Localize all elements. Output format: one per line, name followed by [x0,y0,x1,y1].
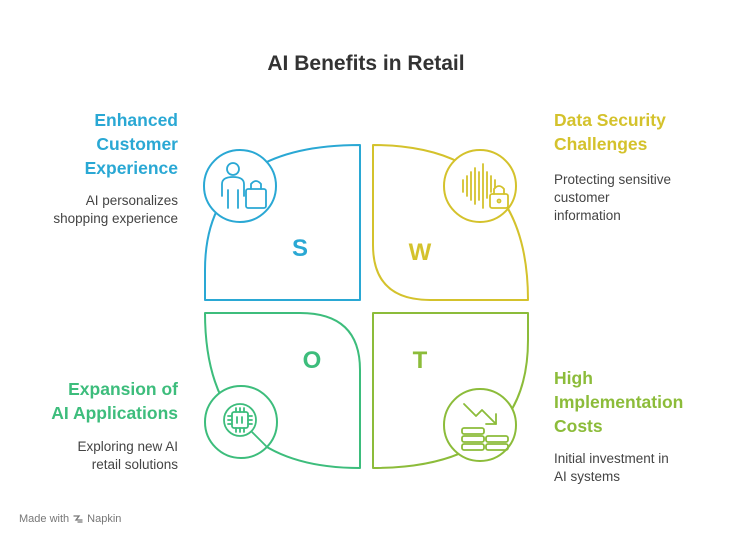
s-desc-line: AI personalizes [85,193,178,208]
o-quadrant-shape [204,312,361,469]
s-letter: S [292,235,308,262]
s-heading-line: Customer [96,134,178,154]
made-with-label: Made with [19,513,70,525]
o-desc-line: Exploring new AI [77,439,178,454]
w-desc-line: information [554,208,621,223]
s-heading-line: Enhanced [94,110,178,130]
page-title: AI Benefits in Retail [267,52,465,75]
s-desc-line: shopping experience [53,211,178,226]
s-description: AI personalizes shopping experience [20,192,178,228]
w-desc-line: Protecting sensitive [554,172,672,187]
shopper-with-bag-icon [203,149,277,223]
t-desc-line: Initial investment in [554,451,669,466]
s-heading: Enhanced Customer Experience [40,108,178,180]
o-desc-line: retail solutions [91,457,178,472]
o-description: Exploring new AI retail solutions [20,438,178,474]
w-description: Protecting sensitive customer informatio… [554,171,724,225]
s-heading-line: Experience [84,158,178,178]
t-description: Initial investment in AI systems [554,450,724,486]
footer-watermark: Made with Napkin [19,513,121,525]
w-letter: W [409,239,432,266]
napkin-logo-icon [73,515,83,523]
napkin-brand: Napkin [87,513,122,525]
o-heading-line: Expansion of [68,379,178,399]
w-desc-line: customer [554,190,610,205]
t-letter: T [413,347,428,374]
t-heading-line: Implementation [554,392,684,412]
chip-magnifier-icon [204,385,278,459]
t-desc-line: AI systems [554,469,621,484]
o-letter: O [303,347,322,374]
t-heading: High Implementation Costs [554,366,724,438]
o-heading: Expansion of AI Applications [20,377,178,425]
w-heading-line: Challenges [554,134,648,154]
w-heading-line: Data Security [554,110,666,130]
t-heading-line: High [554,368,593,388]
coins-down-arrow-icon [443,388,517,462]
w-quadrant-shape [372,144,529,301]
t-heading-line: Costs [554,416,603,436]
soundwave-lock-icon [443,149,517,223]
w-heading: Data Security Challenges [554,108,724,156]
o-heading-line: AI Applications [51,403,178,423]
